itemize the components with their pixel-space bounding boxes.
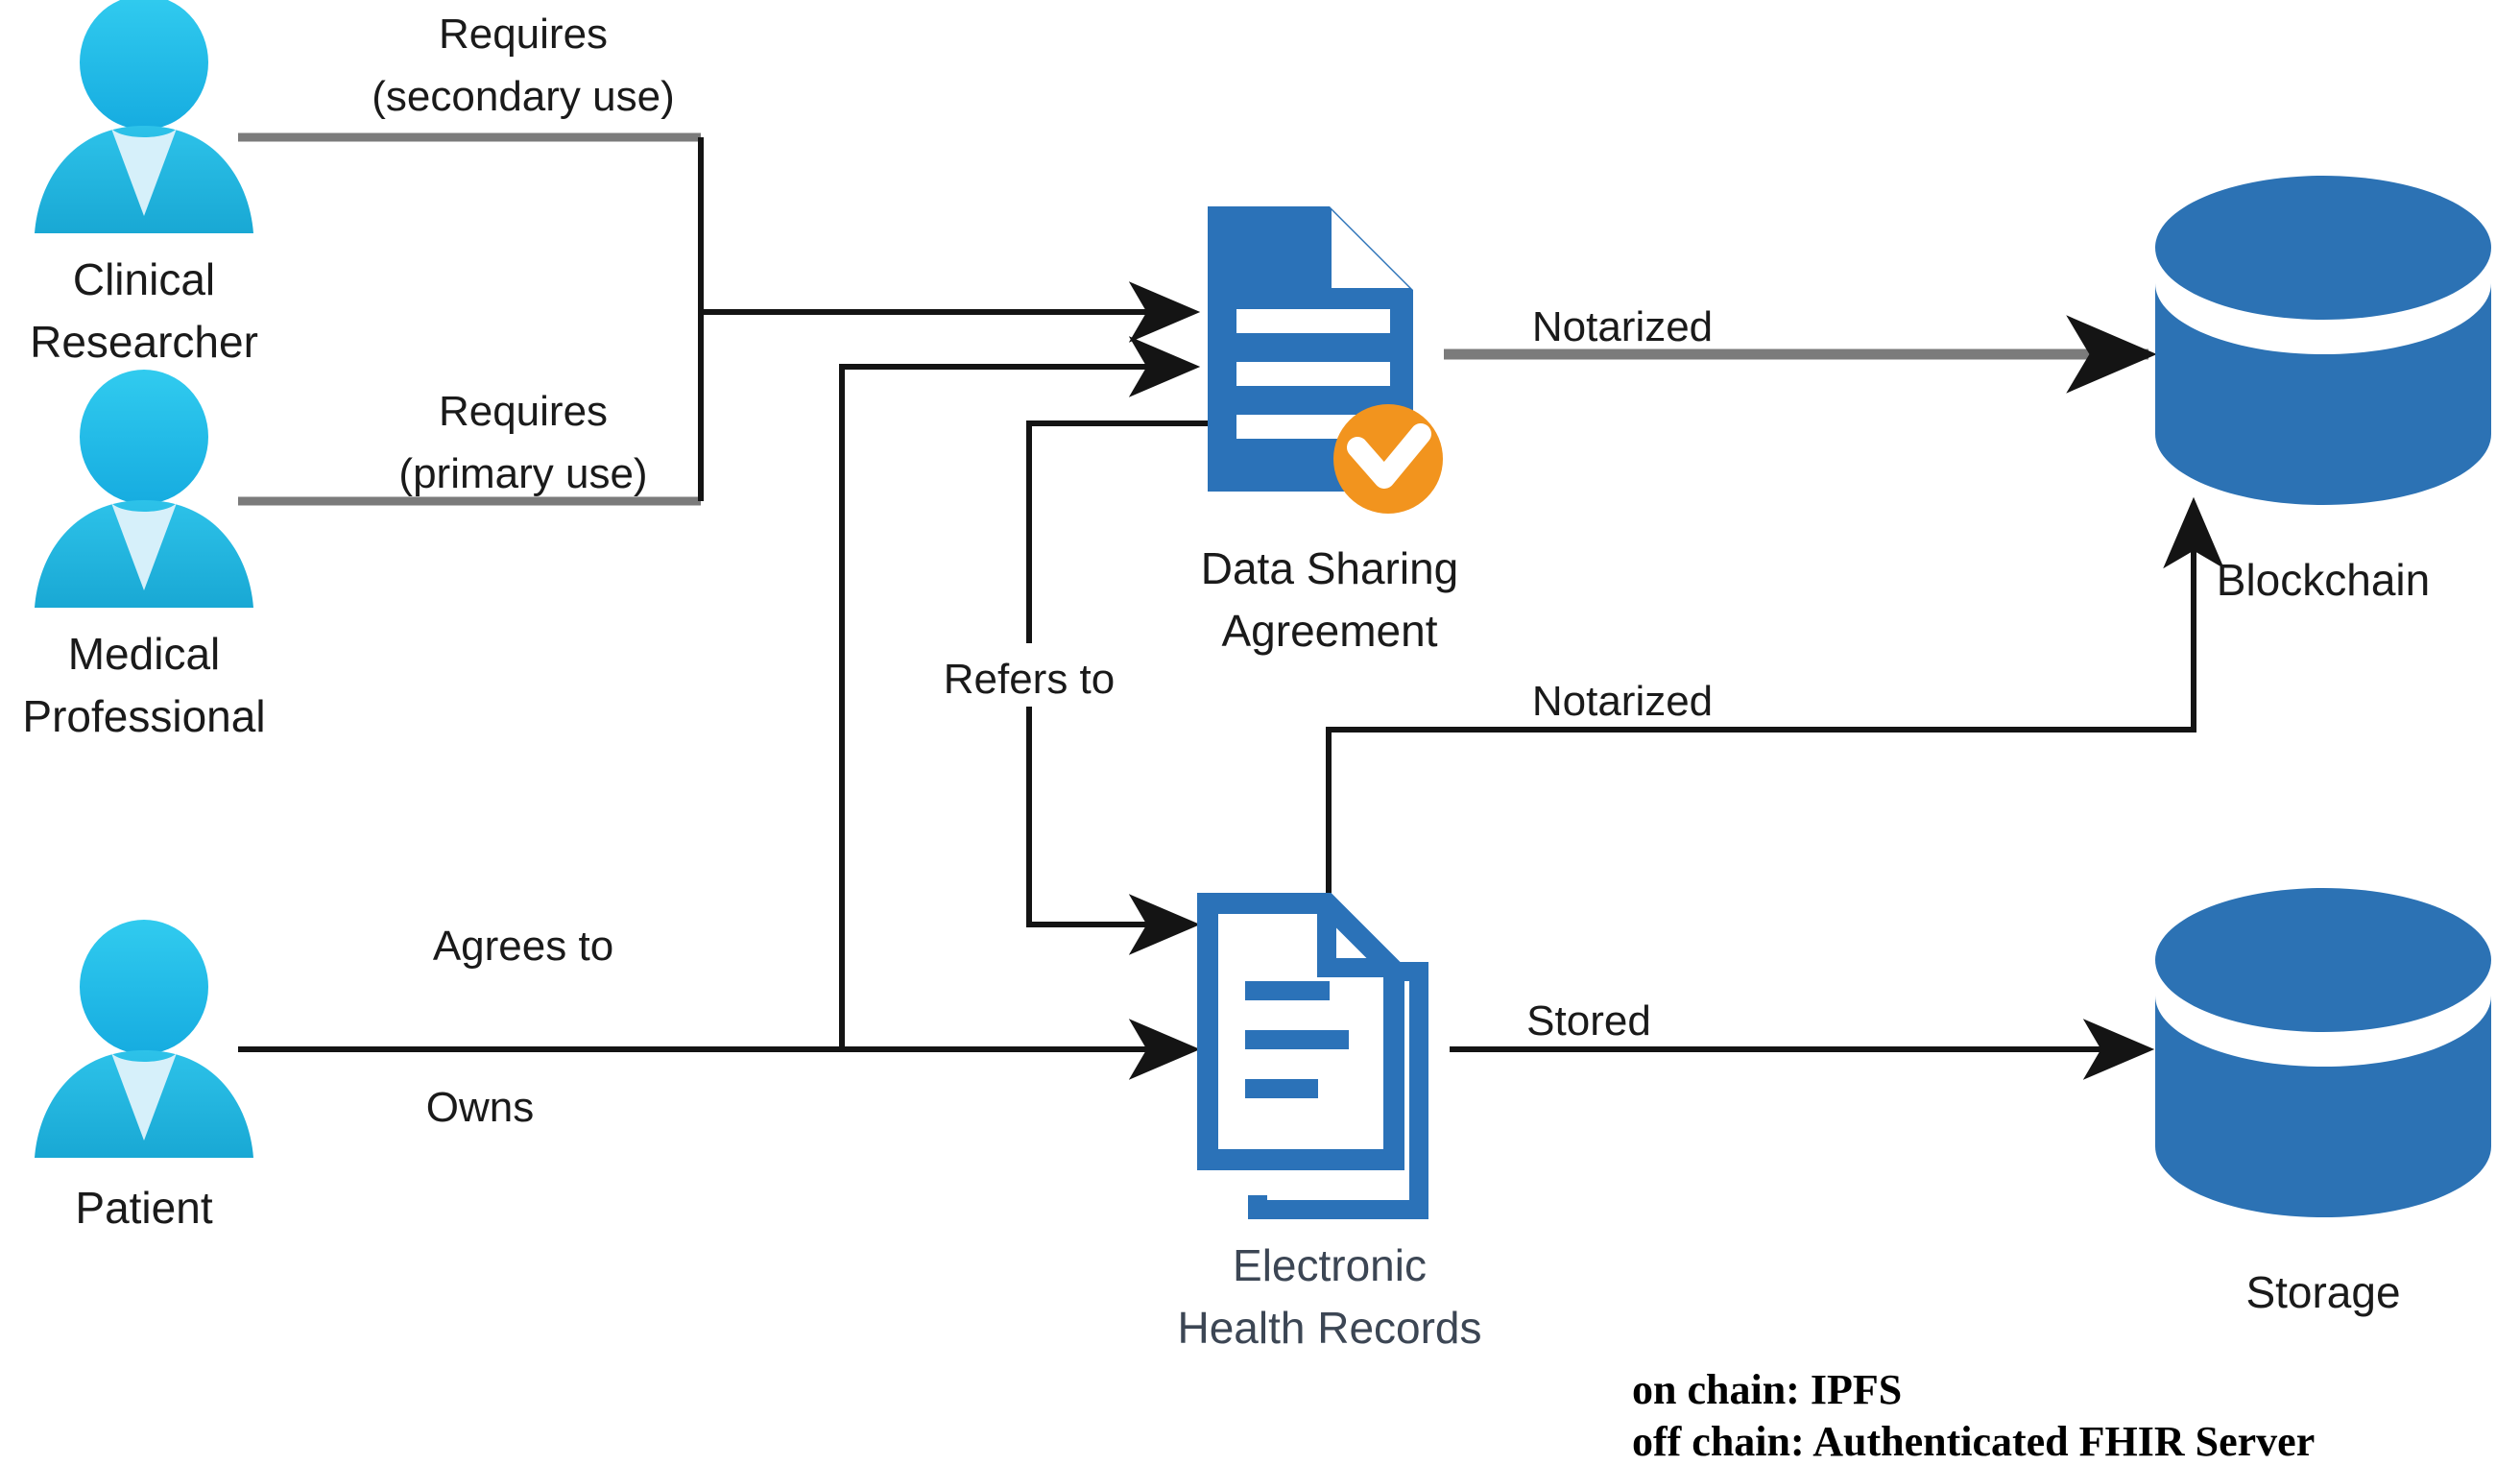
- notarized-dsa-label: Notarized: [1532, 303, 1713, 350]
- clinical-researcher-label-line2: Researcher: [30, 317, 258, 367]
- patient-label-line1: Patient: [75, 1183, 212, 1233]
- node-blockchain[interactable]: Blockchain: [2155, 176, 2491, 605]
- node-storage[interactable]: Storage: [2155, 888, 2491, 1317]
- stored-label: Stored: [1526, 997, 1651, 1045]
- edge-label-notarized-ehr: Notarized: [1532, 678, 1713, 725]
- refers-to-label: Refers to: [944, 656, 1116, 703]
- edge-label-requires-secondary: Requires (secondary use): [372, 11, 674, 120]
- notarized-ehr-label: Notarized: [1532, 678, 1713, 725]
- edge-label-agrees-to: Agrees to: [433, 923, 613, 970]
- medical-professional-label-line2: Professional: [22, 691, 265, 741]
- storage-label: Storage: [2245, 1267, 2400, 1317]
- on-chain-note: on chain: IPFS: [1632, 1366, 1902, 1413]
- medical-professional-label-line1: Medical: [68, 629, 221, 679]
- person-icon: [35, 920, 253, 1158]
- edge-label-stored: Stored: [1526, 997, 1651, 1045]
- agrees-to-label: Agrees to: [433, 923, 613, 970]
- database-cylinder-icon: [2155, 888, 2491, 1217]
- documents-stack-icon: [1197, 893, 1428, 1219]
- chain-notes: on chain: IPFS off chain: Authenticated …: [1632, 1366, 2315, 1465]
- node-medical-professional[interactable]: Medical Professional: [22, 370, 266, 741]
- electronic-health-records-label-line2: Health Records: [1177, 1303, 1481, 1353]
- data-sharing-agreement-label-line1: Data Sharing: [1201, 543, 1459, 593]
- edge-notarized-ehr: [1326, 496, 2224, 925]
- data-sharing-agreement-label-line2: Agreement: [1221, 606, 1437, 656]
- node-data-sharing-agreement[interactable]: Data Sharing Agreement: [1201, 206, 1459, 656]
- blockchain-label: Blockchain: [2217, 555, 2430, 605]
- edge-requires-junction: [698, 137, 1201, 501]
- signed-document-icon: [1208, 206, 1443, 514]
- person-icon: [35, 0, 253, 233]
- edge-label-refers-to: Refers to: [931, 643, 1127, 707]
- edge-label-requires-primary: Requires (primary use): [398, 388, 647, 497]
- requires-secondary-line2: (secondary use): [372, 73, 674, 120]
- person-icon: [35, 370, 253, 608]
- node-clinical-researcher[interactable]: Clinical Researcher: [30, 0, 258, 367]
- clinical-researcher-label-line1: Clinical: [73, 254, 215, 304]
- node-patient[interactable]: Patient: [35, 920, 253, 1233]
- requires-secondary-line1: Requires: [439, 11, 608, 58]
- electronic-health-records-label-line1: Electronic: [1233, 1240, 1427, 1290]
- edge-label-owns: Owns: [426, 1084, 534, 1131]
- owns-label: Owns: [426, 1084, 534, 1131]
- off-chain-note: off chain: Authenticated FHIR Server: [1632, 1418, 2315, 1465]
- node-electronic-health-records[interactable]: Electronic Health Records: [1177, 893, 1482, 1353]
- database-cylinder-icon: [2155, 176, 2491, 505]
- requires-primary-line2: (primary use): [398, 450, 647, 497]
- requires-primary-line1: Requires: [439, 388, 608, 435]
- edge-label-notarized-dsa: Notarized: [1532, 303, 1713, 350]
